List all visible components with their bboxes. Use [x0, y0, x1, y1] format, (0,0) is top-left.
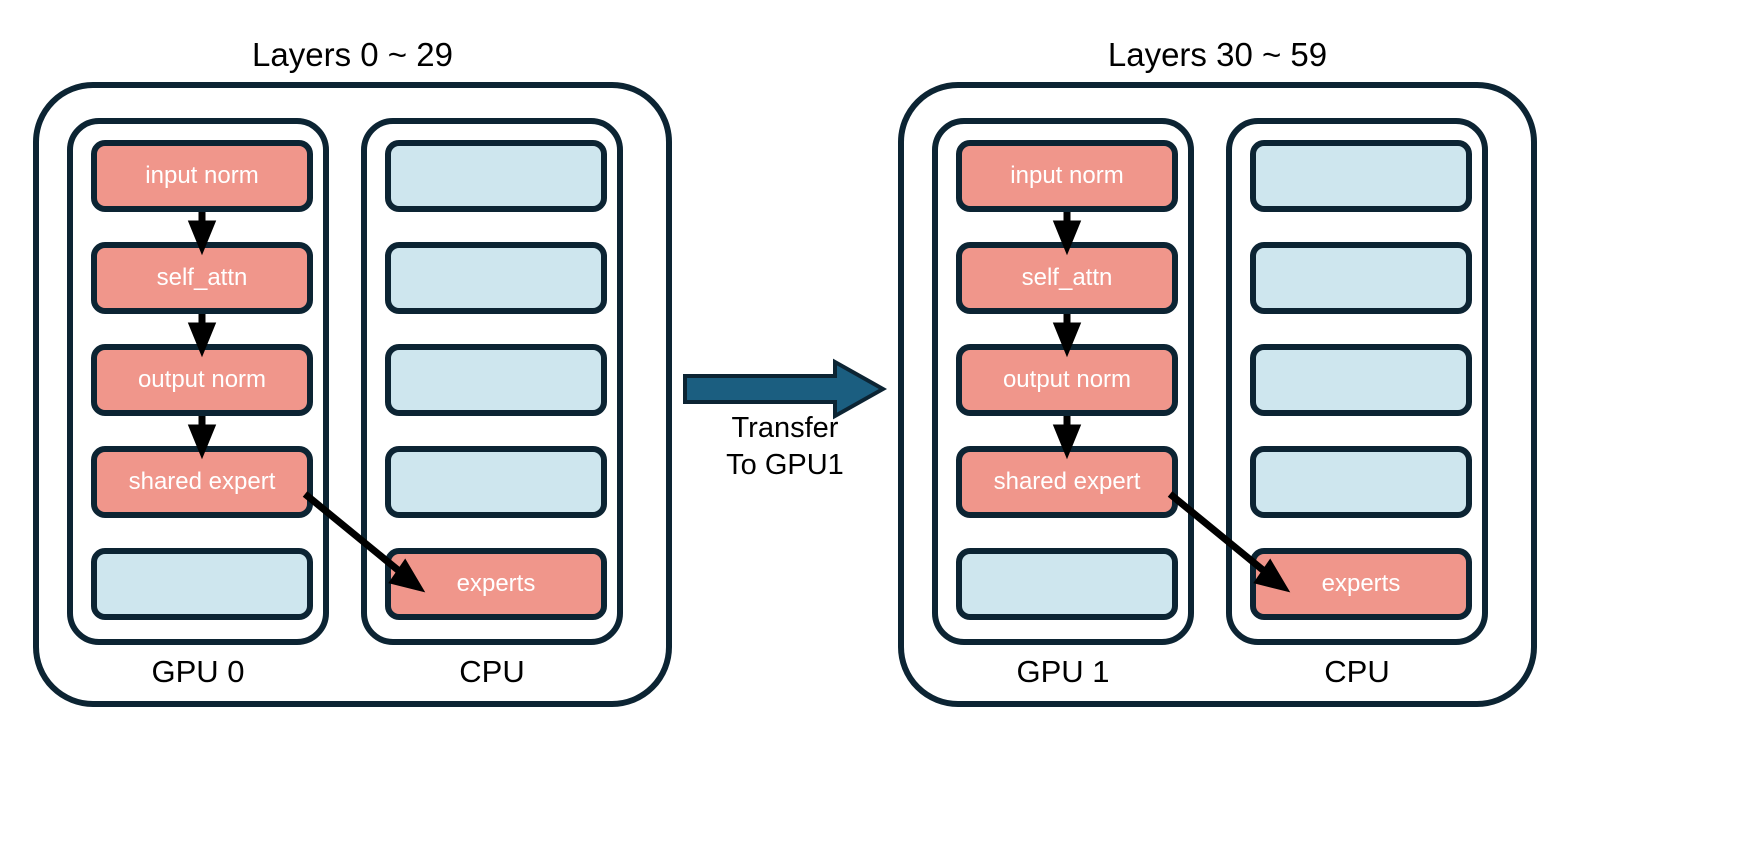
gpu-block-self-attn-0[interactable]: self_attn	[91, 242, 313, 314]
transfer-block-arrow-icon	[683, 358, 887, 420]
gpu-block-self-attn-1[interactable]: self_attn	[956, 242, 1178, 314]
node-boundary-0: input norm self_attn output norm shared …	[33, 82, 672, 707]
gpu-column-0: input norm self_attn output norm shared …	[67, 118, 329, 645]
cpu-block-placeholder-0-0[interactable]	[385, 140, 607, 212]
gpu-block-output-norm-1[interactable]: output norm	[956, 344, 1178, 416]
transfer-label-line-1: Transfer	[731, 412, 839, 444]
cpu-block-placeholder-0-1[interactable]	[385, 242, 607, 314]
gpu-block-empty-1[interactable]	[956, 548, 1178, 620]
cpu-block-placeholder-1-0[interactable]	[1250, 140, 1472, 212]
gpu-block-input-norm-0[interactable]: input norm	[91, 140, 313, 212]
transfer-label-line-2: To GPU1	[726, 448, 844, 481]
device-label-gpu-1: GPU 1	[1016, 654, 1110, 689]
device-label-gpu-0: GPU 0	[151, 654, 245, 689]
transfer-arrow-group: Transfer To GPU1	[683, 358, 887, 481]
cpu-block-placeholder-1-3[interactable]	[1250, 446, 1472, 518]
group-title-0: Layers 0 ~ 29	[252, 36, 453, 73]
gpu-block-shared-expert-0[interactable]: shared expert	[91, 446, 313, 518]
gpu-block-input-norm-1[interactable]: input norm	[956, 140, 1178, 212]
cpu-block-experts-0[interactable]: experts	[385, 548, 607, 620]
device-group-0: Layers 0 ~ 29 input norm self_attn outpu…	[33, 38, 672, 750]
gpu-column-1: input norm self_attn output norm shared …	[932, 118, 1194, 645]
device-label-cpu-1: CPU	[1324, 654, 1390, 689]
gpu-block-empty-0[interactable]	[91, 548, 313, 620]
transfer-arrow-label: Transfer To GPU1	[683, 410, 887, 483]
gpu-block-shared-expert-1[interactable]: shared expert	[956, 446, 1178, 518]
device-group-1: Layers 30 ~ 59 input norm self_attn outp…	[898, 38, 1537, 750]
cpu-block-placeholder-0-3[interactable]	[385, 446, 607, 518]
cpu-block-placeholder-0-2[interactable]	[385, 344, 607, 416]
node-boundary-1: input norm self_attn output norm shared …	[898, 82, 1537, 707]
cpu-block-experts-1[interactable]: experts	[1250, 548, 1472, 620]
cpu-column-1: experts	[1226, 118, 1488, 645]
cpu-block-placeholder-1-1[interactable]	[1250, 242, 1472, 314]
group-title-1: Layers 30 ~ 59	[1107, 36, 1328, 73]
gpu-block-output-norm-0[interactable]: output norm	[91, 344, 313, 416]
cpu-block-placeholder-1-2[interactable]	[1250, 344, 1472, 416]
device-label-cpu-0: CPU	[459, 654, 525, 689]
cpu-column-0: experts	[361, 118, 623, 645]
